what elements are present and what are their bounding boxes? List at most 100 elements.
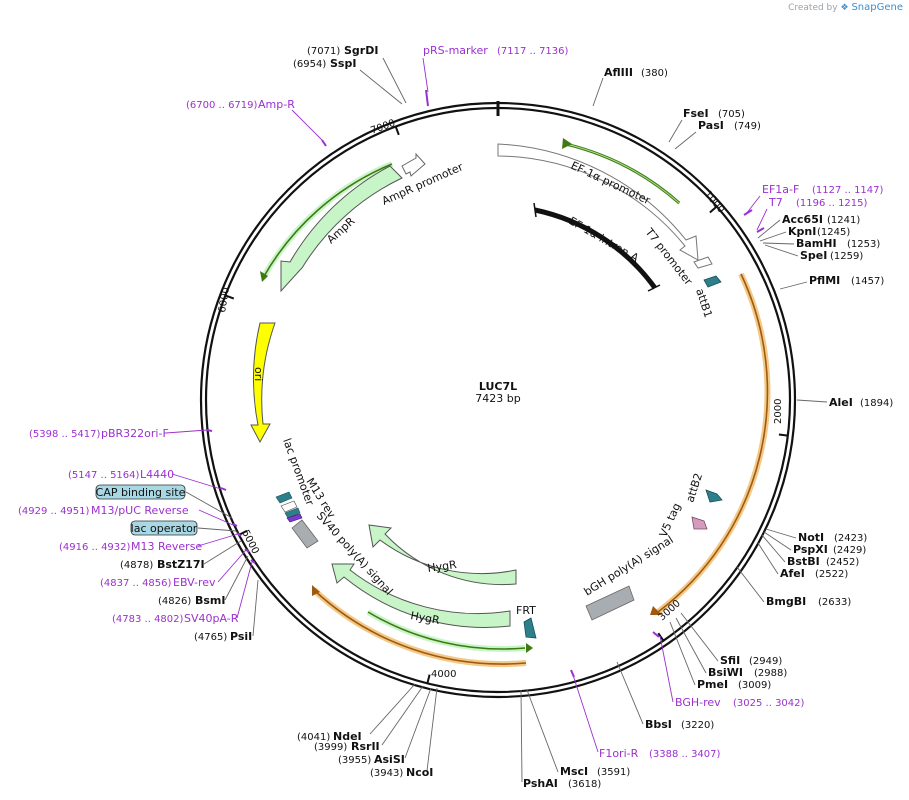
primer-l4440[interactable]: L4440: [140, 468, 174, 481]
enzyme-bbsi[interactable]: BbsI: [645, 718, 672, 731]
enzyme-pmei-pos: (3009): [738, 680, 771, 691]
feature-lac-promoter[interactable]: [280, 500, 298, 513]
tick-mark-3000: [657, 632, 665, 642]
enzyme-asisi-pos: (3955): [338, 755, 371, 766]
enzyme-aflIII[interactable]: AflIII: [604, 66, 633, 79]
primer-l4440-range: (5147 .. 5164): [68, 470, 140, 481]
primer-f1ori-r[interactable]: F1ori-R: [599, 747, 639, 760]
feature-ef1a-promoter[interactable]: [497, 143, 699, 261]
leader-line-27: [520, 689, 523, 783]
orf-arrow-ampr: [260, 271, 268, 282]
leader-line-40: [224, 555, 249, 601]
primer-bgh-rev[interactable]: BGH-rev: [675, 696, 721, 709]
feature-hygr-outer[interactable]: [331, 563, 511, 628]
feature-m13-rev[interactable]: [286, 513, 303, 523]
enzyme-bstz17i[interactable]: BstZ17I: [157, 558, 205, 571]
tick-mark-1000: [709, 205, 718, 214]
primer-m13-puc-range: (4929 .. 4951): [18, 506, 90, 517]
enzyme-alei[interactable]: AleI: [829, 396, 853, 409]
enzyme-bmgbi[interactable]: BmgBI: [766, 595, 806, 608]
enzyme-bamhi[interactable]: BamHI: [796, 237, 837, 250]
feature-hygr-inner[interactable]: [368, 524, 517, 586]
feature-attb1[interactable]: [703, 275, 722, 288]
feature-bgh-polya[interactable]: [585, 585, 635, 621]
enzyme-pshai[interactable]: PshAI: [523, 777, 558, 790]
enzyme-pflmi[interactable]: PflMI: [809, 274, 840, 287]
leader-line-24: [616, 661, 644, 725]
enzyme-noti[interactable]: NotI: [798, 531, 824, 544]
primer-ampr-range: (6700 .. 6719): [186, 100, 258, 111]
enzyme-bsmi[interactable]: BsmI: [195, 594, 226, 607]
feature-v5-tag[interactable]: [691, 516, 708, 530]
enzyme-kpni[interactable]: KpnI: [788, 225, 816, 238]
feature-ori[interactable]: [250, 322, 276, 444]
enzyme-bbsi-pos: (3220): [681, 720, 714, 731]
enzyme-ncoi[interactable]: NcoI: [406, 766, 433, 779]
leader-line-37: [197, 533, 239, 547]
leader-line-41: [236, 561, 253, 619]
leader-line-4: [668, 119, 683, 143]
tick-mark-2000: [778, 433, 788, 437]
enzyme-pspxi[interactable]: PspXI: [793, 543, 828, 556]
enzyme-asisi[interactable]: AsiSI: [374, 753, 405, 766]
leader-line-1: [359, 69, 403, 105]
leader-line-33: [171, 473, 222, 490]
primer-pbr322ori-f[interactable]: pBR322ori-F: [101, 427, 169, 440]
leader-line-42: [252, 579, 259, 637]
feature-sv40-polya[interactable]: [291, 519, 319, 549]
leader-line-21: [675, 617, 707, 674]
primer-ef1a-f-range: (1127 .. 1147): [812, 185, 884, 196]
orf-arc-luc: [657, 273, 769, 613]
primer-ebv-rev[interactable]: EBV-rev: [173, 576, 216, 589]
primer-t7[interactable]: T7: [768, 196, 783, 209]
enzyme-sfii[interactable]: SfiI: [720, 654, 740, 667]
feature-t7-promoter[interactable]: [693, 256, 713, 269]
primer-ebv-rev-range: (4837 .. 4856): [100, 578, 172, 589]
enzyme-acc65i-pos: (1241): [827, 215, 860, 226]
enzyme-afei[interactable]: AfeI: [780, 567, 805, 580]
feature-ampr[interactable]: [280, 165, 403, 293]
enzyme-sgrdi[interactable]: SgrDI: [344, 44, 378, 57]
enzyme-msci[interactable]: MscI: [560, 765, 588, 778]
enzyme-pasi[interactable]: PasI: [698, 119, 724, 132]
leader-line-16: [763, 531, 792, 551]
tick-mark-5000: [238, 529, 248, 536]
cap-binding-site-box[interactable]: [95, 484, 186, 500]
leader-line-12: [764, 244, 799, 257]
primer-ef1a-f[interactable]: EF1a-F: [762, 183, 799, 196]
enzyme-bstbi[interactable]: BstBI: [787, 555, 820, 568]
feature-frt[interactable]: [523, 617, 537, 639]
lac-operator-box[interactable]: [130, 520, 198, 536]
feature-lac-operator[interactable]: [284, 507, 301, 519]
primer-sv40pa-r[interactable]: SV40pA-R: [184, 612, 239, 625]
feature-attb2[interactable]: [705, 489, 723, 503]
primer-bgh-rev-range: (3025 .. 3042): [733, 698, 805, 709]
primer-ampr[interactable]: Amp-R: [258, 98, 295, 111]
orf-arc-luc-bg: [656, 272, 771, 615]
enzyme-bsiwi[interactable]: BsiWI: [708, 666, 743, 679]
enzyme-acc65i[interactable]: Acc65I: [782, 213, 823, 226]
feature-ef1a-intron[interactable]: [534, 207, 658, 290]
enzyme-sfii-pos: (2949): [749, 656, 782, 667]
enzyme-aflIII-pos: (380): [641, 68, 668, 79]
lac-operator-label: lac operator: [131, 522, 198, 535]
primer-prs-marker[interactable]: pRS-marker: [423, 44, 488, 57]
label-hygr-outer: HygR: [409, 609, 441, 627]
primer-m13-puc[interactable]: M13/pUC Reverse: [91, 504, 189, 517]
leader-line-7: [745, 195, 761, 215]
feature-cap-binding[interactable]: [275, 491, 293, 504]
feature-ampr-promoter[interactable]: [401, 152, 426, 177]
enzyme-fsei[interactable]: FseI: [683, 107, 709, 120]
primer-m13-reverse[interactable]: M13 Reverse: [131, 540, 202, 553]
credit-prefix: Created by: [788, 3, 838, 13]
enzyme-psii[interactable]: PsiI: [230, 630, 252, 643]
enzyme-ndei[interactable]: NdeI: [333, 730, 362, 743]
enzyme-sspi[interactable]: SspI: [330, 57, 356, 70]
enzyme-pmei[interactable]: PmeI: [697, 678, 728, 691]
leader-line-22: [669, 621, 696, 686]
leader-line-15: [765, 528, 797, 539]
enzyme-bstz17i-pos: (4878): [120, 560, 153, 571]
enzyme-rsrii[interactable]: RsrII: [351, 740, 380, 753]
leader-line-26: [526, 689, 559, 773]
enzyme-spei[interactable]: SpeI: [800, 249, 827, 262]
